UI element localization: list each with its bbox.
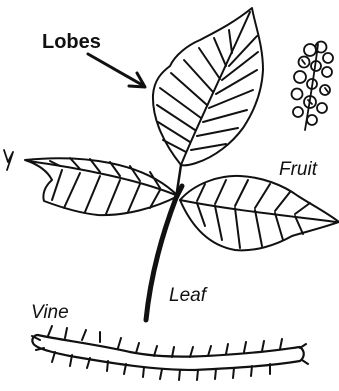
lobes-label: Lobes	[42, 32, 101, 52]
left-leaflet	[25, 158, 178, 215]
clipped-text-fragment	[4, 150, 13, 170]
vine-label: Vine	[31, 303, 69, 322]
lobes-arrow	[88, 54, 145, 87]
fruit-cluster	[292, 42, 334, 131]
leaf-label: Leaf	[169, 286, 206, 305]
hairy-vine	[32, 326, 308, 380]
top-leaflet	[153, 8, 263, 165]
right-leaflet	[180, 176, 339, 250]
fruit-label: Fruit	[279, 160, 317, 179]
